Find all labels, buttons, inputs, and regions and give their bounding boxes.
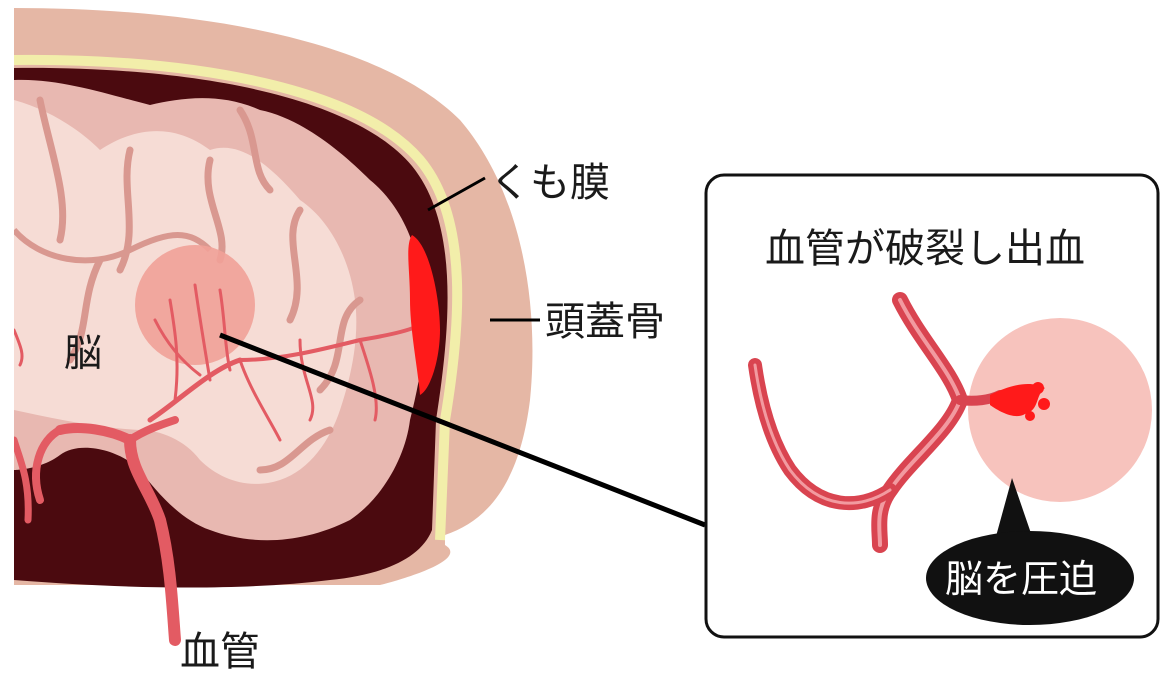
skull-label: 頭蓋骨 bbox=[545, 299, 665, 345]
arachnoid-label: くも膜 bbox=[490, 160, 610, 206]
inset-title: 血管が破裂し出血 bbox=[765, 226, 1085, 272]
compress-label: 脳を圧迫 bbox=[945, 557, 1097, 601]
vessel-label: 血管 bbox=[180, 629, 260, 675]
brain-label: 脳 bbox=[64, 331, 102, 375]
inset-panel: 血管が破裂し出血 脳を圧迫 bbox=[706, 175, 1158, 637]
brain-cross-section bbox=[14, 8, 532, 640]
hematoma-circle bbox=[135, 245, 255, 365]
inset-hematoma bbox=[968, 318, 1152, 502]
